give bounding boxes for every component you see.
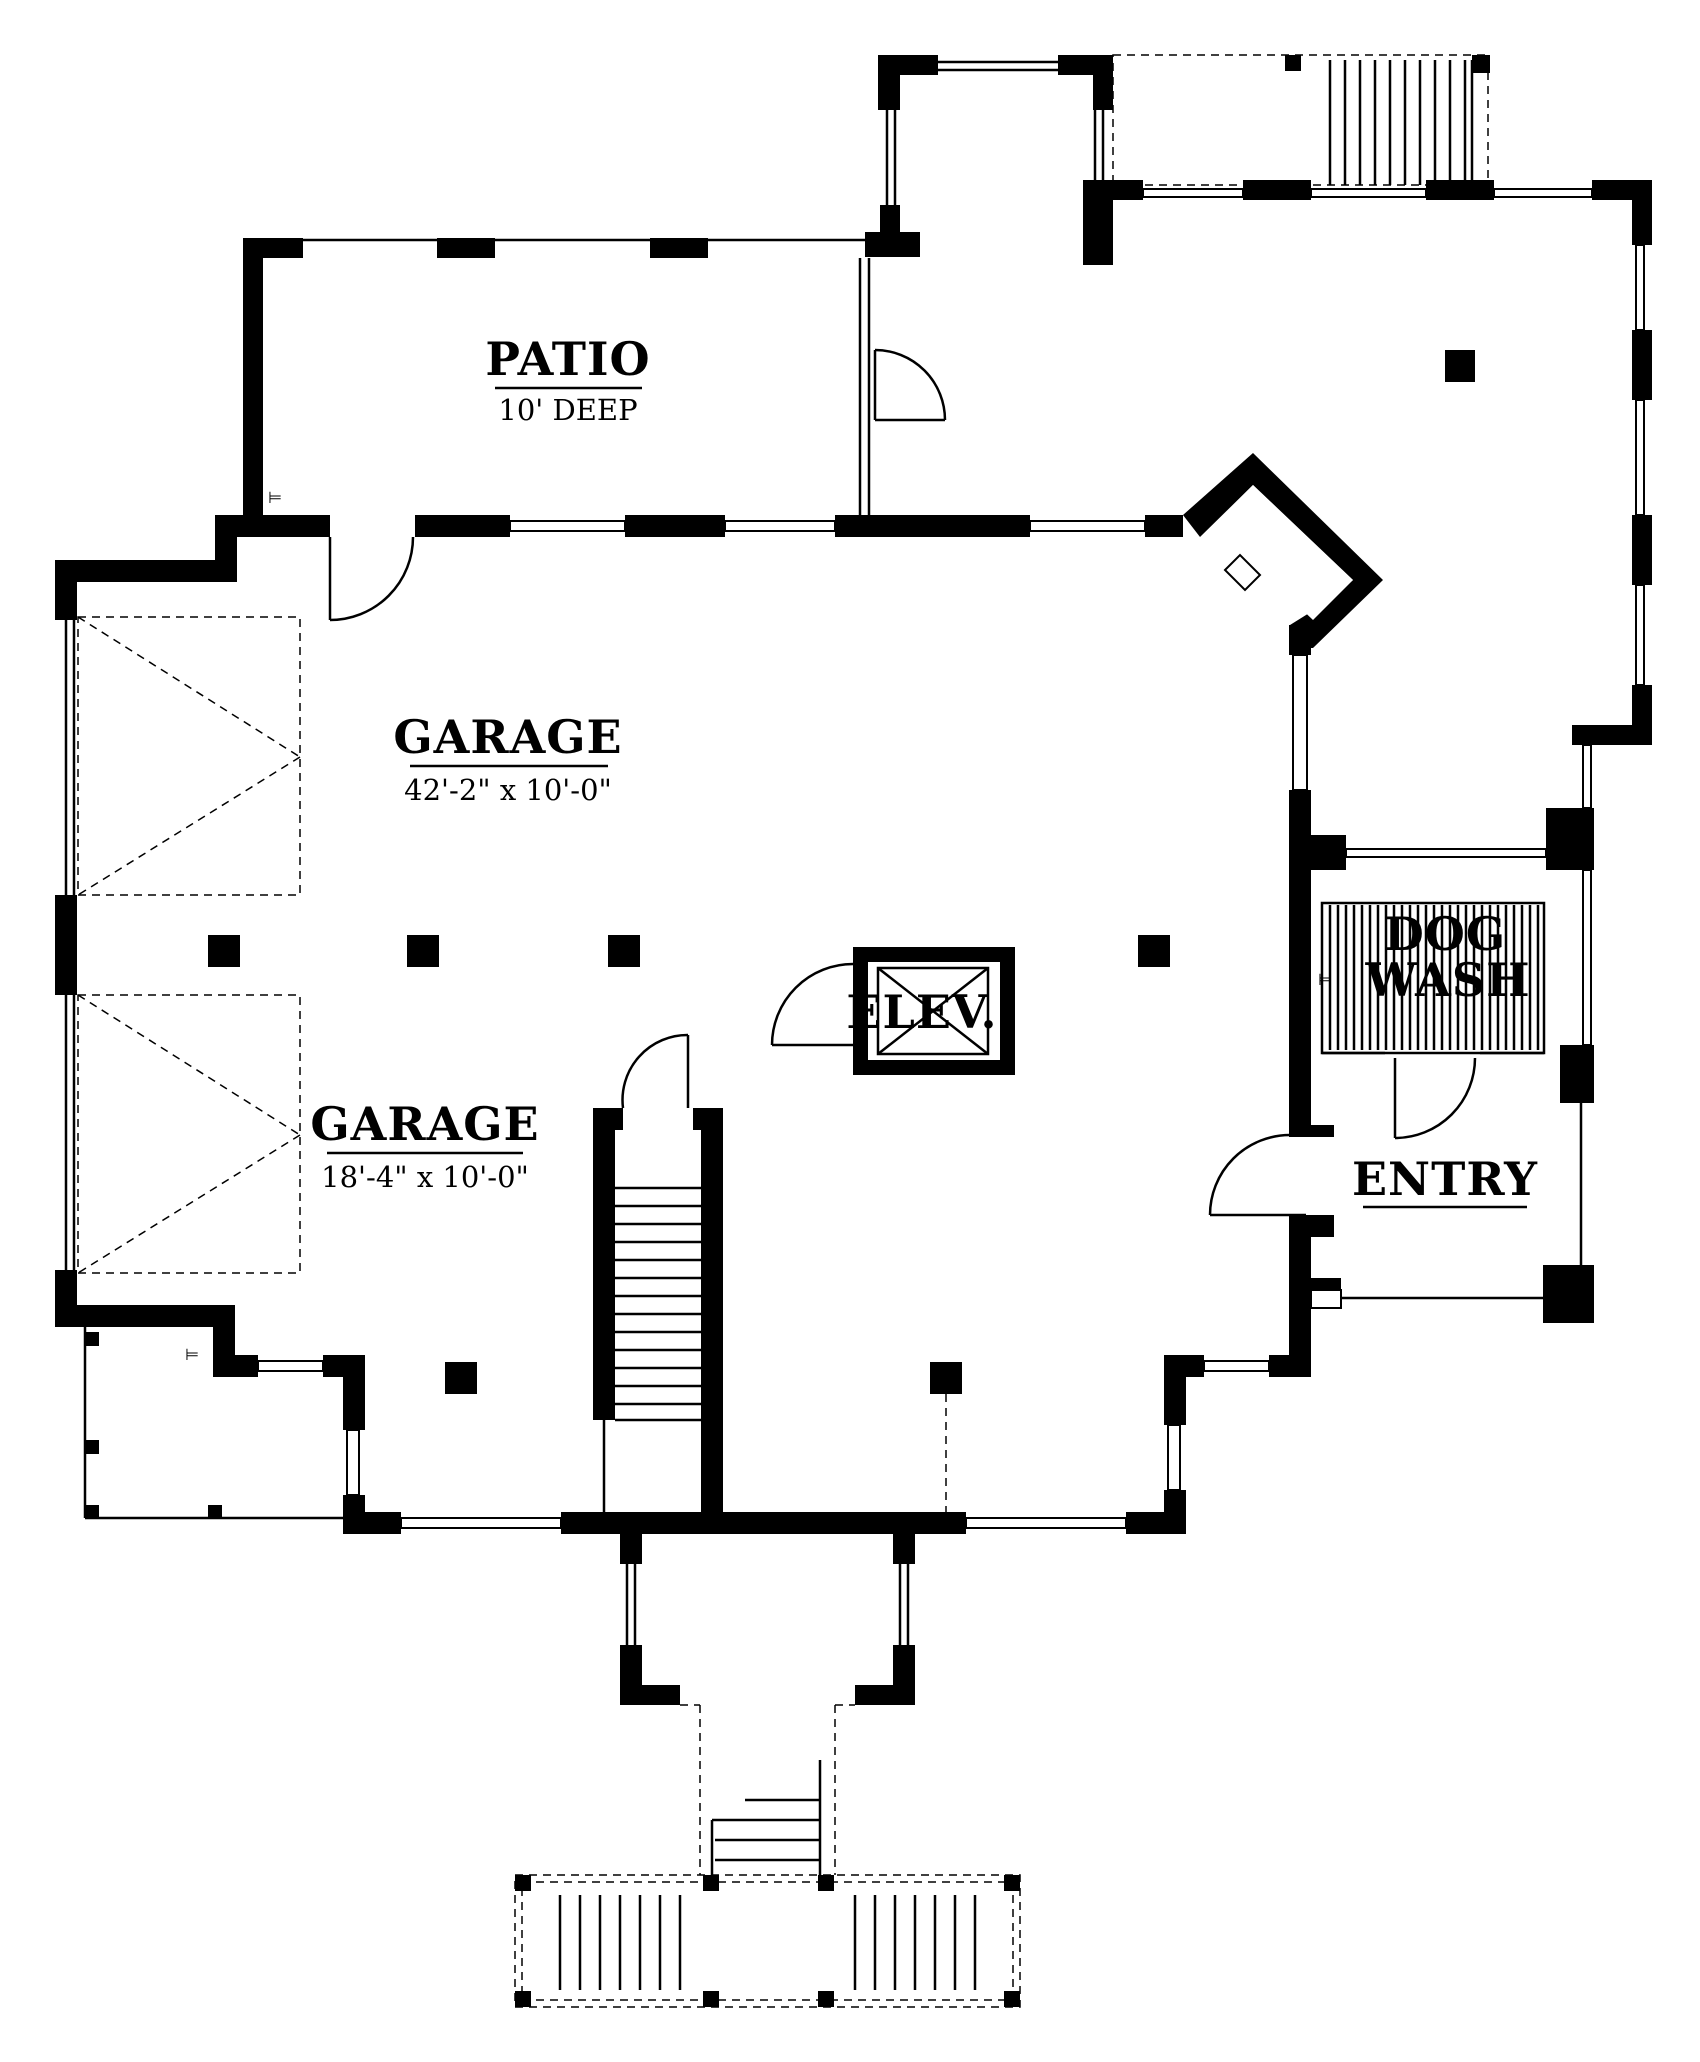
dog-wash-label-2: WASH <box>1364 953 1530 1007</box>
dog-wash-tub-grate <box>1328 905 1540 1050</box>
dog-wash-entry: ⊨ <box>1310 744 1594 1323</box>
svg-text:⊨: ⊨ <box>268 488 282 507</box>
columns <box>208 935 1170 1512</box>
patio-area <box>243 205 947 528</box>
svg-text:⊨: ⊨ <box>185 1345 199 1364</box>
patio-label: PATIO <box>485 332 650 386</box>
patio-depth: 10' DEEP <box>498 393 637 427</box>
garage-size-upper: 42'-2" x 10'-0" <box>404 773 612 807</box>
porch-lower-left: ⊨ ⊨ <box>83 488 343 1520</box>
elevator-label: ELEV. <box>846 985 997 1039</box>
entry-label: ENTRY <box>1352 1152 1538 1206</box>
garage-doors <box>328 536 1306 1217</box>
garage-door-traces <box>77 616 301 1274</box>
stairs-center <box>593 1033 723 1534</box>
front-porch <box>514 1534 1021 2008</box>
room-labels: PATIO 10' DEEP GARAGE 42'-2" x 10'-0" GA… <box>310 332 1538 1209</box>
front-steps-right <box>853 1895 977 1990</box>
svg-text:⊨: ⊨ <box>1318 970 1332 989</box>
garage-label-lower: GARAGE <box>310 1097 539 1151</box>
porch-upper-right <box>878 54 1652 745</box>
elevator <box>770 947 1015 1075</box>
stairs-upper <box>1328 60 1474 185</box>
garage-label-upper: GARAGE <box>393 710 622 764</box>
front-steps-left <box>558 1895 682 1990</box>
garage-size-lower: 18'-4" x 10'-0" <box>321 1160 529 1194</box>
garage-walls <box>55 453 1383 1534</box>
dog-wash-label-1: DOG <box>1384 907 1506 961</box>
